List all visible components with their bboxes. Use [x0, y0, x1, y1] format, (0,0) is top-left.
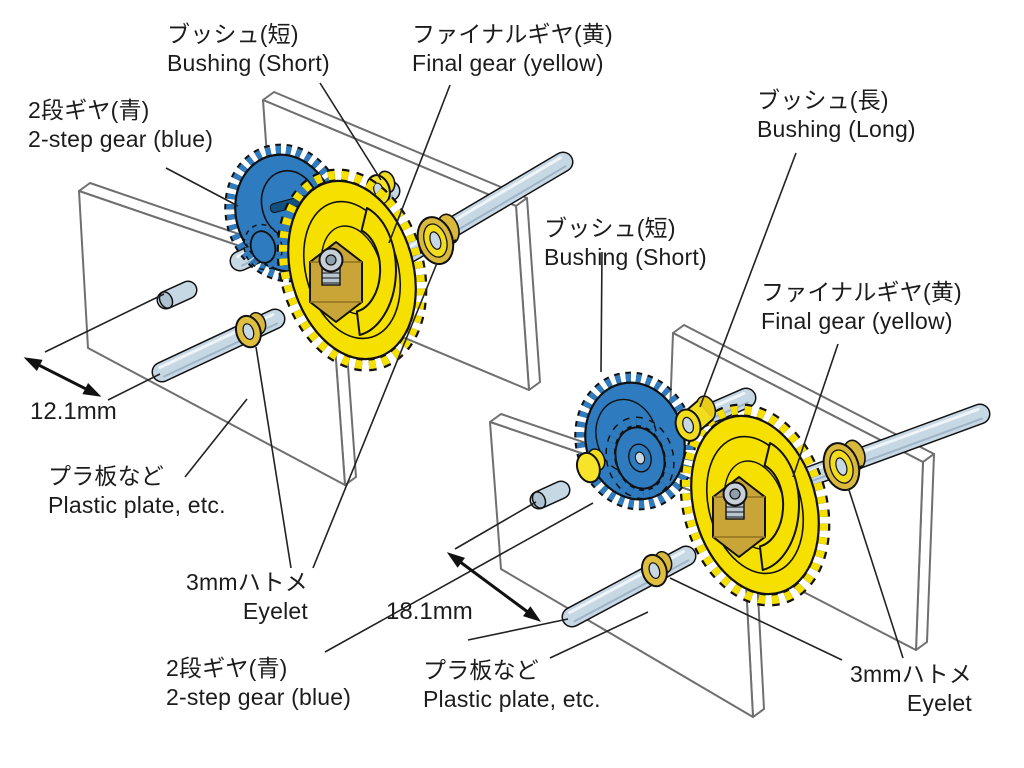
leader-cap-2	[454, 501, 537, 550]
label-plastic-2-en: Plastic plate, etc.	[423, 686, 601, 712]
label-final-gear-2: ファイナルギヤ(黄) Final gear (yellow)	[761, 278, 962, 336]
label-final-gear-2-jp: ファイナルギヤ(黄)	[761, 279, 962, 305]
leader-eyelet-1-pin	[255, 346, 292, 569]
pin-cap-2	[529, 480, 571, 510]
label-plastic-1-en: Plastic plate, etc.	[48, 492, 226, 518]
label-final-gear-2-en: Final gear (yellow)	[761, 308, 953, 334]
assembly-2	[489, 324, 991, 718]
label-eyelet-2: 3mmハトメ Eyelet	[792, 660, 972, 718]
label-two-step-1-jp: 2段ギヤ(青)	[28, 97, 150, 123]
label-bushing-long-2-en: Bushing (Long)	[757, 116, 916, 142]
bushing-short-2-part	[575, 448, 606, 484]
leader-two-step-1	[165, 167, 239, 207]
label-plastic-1-jp: プラ板など	[48, 463, 164, 489]
label-bushing-short-1: ブッシュ(短) Bushing (Short)	[167, 20, 330, 78]
label-plastic-1: プラ板など Plastic plate, etc.	[48, 462, 226, 520]
pin-eyelet-2	[640, 550, 673, 588]
label-bushing-short-1-jp: ブッシュ(短)	[167, 21, 299, 47]
label-eyelet-1-en: Eyelet	[242, 598, 308, 624]
set-screw-1	[318, 247, 344, 286]
label-final-gear-1-en: Final gear (yellow)	[412, 50, 604, 76]
leader-pin-2	[467, 618, 569, 641]
pin-eyelet-1	[234, 311, 267, 349]
label-eyelet-1: 3mmハトメ Eyelet	[128, 568, 308, 626]
eyelet-ring-1	[416, 213, 460, 265]
label-bushing-short-2-jp: ブッシュ(短)	[544, 215, 676, 241]
label-two-step-2: 2段ギヤ(青) 2-step gear (blue)	[166, 654, 351, 712]
eyelet-ring-2	[822, 439, 866, 491]
hub-cap-1	[355, 207, 397, 336]
label-eyelet-2-en: Eyelet	[906, 690, 972, 716]
leader-pin-1	[107, 373, 161, 401]
leader-eyelet-2-plate	[848, 489, 904, 659]
dimension-arrow-2	[446, 552, 542, 622]
label-plastic-2: プラ板など Plastic plate, etc.	[423, 656, 601, 714]
label-plastic-2-jp: プラ板など	[423, 657, 539, 683]
leader-plastic-2	[549, 611, 649, 659]
leader-two-step-2	[324, 502, 594, 653]
set-screw-2	[722, 481, 748, 520]
label-bushing-short-2-en: Bushing (Short)	[544, 244, 707, 270]
leader-cap-1	[44, 293, 165, 353]
label-final-gear-1: ファイナルギヤ(黄) Final gear (yellow)	[412, 20, 613, 78]
pinion-1	[243, 223, 283, 271]
leader-bushing-long-2	[699, 152, 797, 408]
leader-plastic-1	[184, 398, 248, 478]
assembly-1	[78, 91, 574, 486]
label-two-step-2-jp: 2段ギヤ(青)	[166, 655, 288, 681]
hub-cap-2	[758, 442, 800, 571]
final-gear-2	[679, 403, 831, 607]
dimension-label-2: 18.1mm	[386, 598, 473, 625]
leader-eyelet-1-plate	[312, 262, 438, 569]
leader-bushing-short-1	[319, 82, 382, 181]
dimension-label-1: 12.1mm	[30, 398, 117, 425]
leader-eyelet-2-pin	[669, 577, 843, 661]
leader-final-gear-1	[388, 84, 451, 244]
label-two-step-1: 2段ギヤ(青) 2-step gear (blue)	[28, 96, 213, 154]
dimension-arrow-1	[23, 357, 102, 397]
label-bushing-short-1-en: Bushing (Short)	[167, 50, 330, 76]
pinion-2	[605, 416, 675, 500]
pin-cap-1	[156, 280, 198, 310]
label-eyelet-1-jp: 3mmハトメ	[186, 569, 308, 595]
label-bushing-long-2-jp: ブッシュ(長)	[757, 87, 889, 113]
final-gear-1	[276, 168, 428, 372]
leader-lines	[44, 82, 904, 661]
leader-final-gear-2	[792, 343, 839, 478]
leader-bushing-short-2	[600, 251, 603, 373]
label-two-step-2-en: 2-step gear (blue)	[166, 684, 352, 710]
label-final-gear-1-jp: ファイナルギヤ(黄)	[412, 21, 613, 47]
label-eyelet-2-jp: 3mmハトメ	[850, 661, 972, 687]
bushing-long-2-part	[674, 395, 717, 442]
label-bushing-long-2: ブッシュ(長) Bushing (Long)	[757, 86, 916, 144]
label-bushing-short-2: ブッシュ(短) Bushing (Short)	[544, 214, 707, 272]
label-two-step-1-en: 2-step gear (blue)	[28, 126, 214, 152]
